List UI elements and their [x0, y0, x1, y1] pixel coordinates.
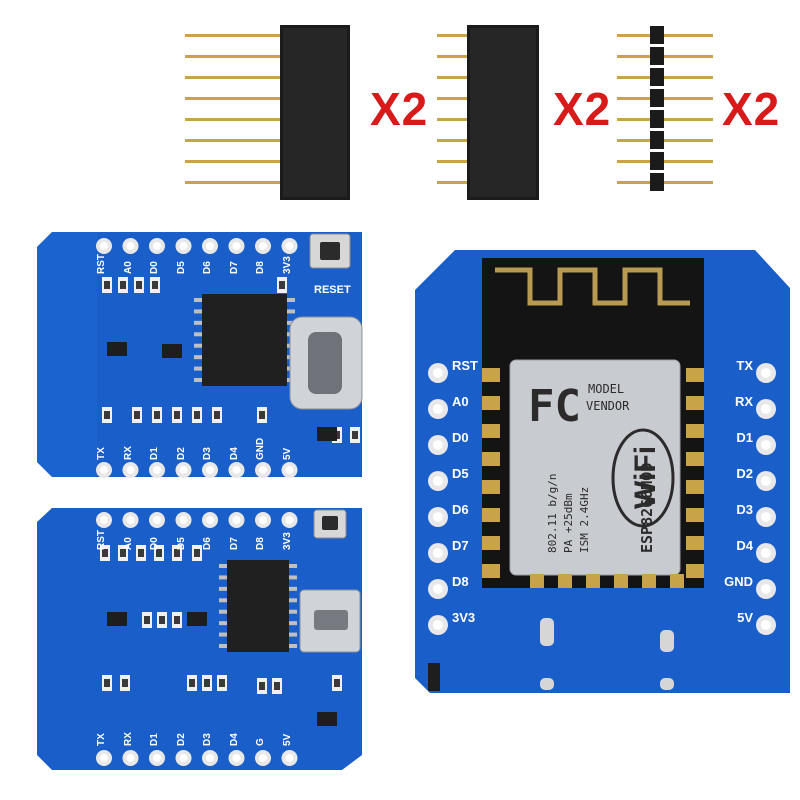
- svg-text:802.11 b/g/n: 802.11 b/g/n: [546, 474, 559, 553]
- pin-label: RST: [96, 254, 107, 274]
- fcc-logo: FC: [528, 381, 581, 432]
- quantity-label-2: X2: [553, 83, 612, 135]
- pin-label: RX: [122, 732, 134, 746]
- pin-label: RX: [122, 446, 134, 460]
- pin-label: D4: [228, 447, 240, 460]
- pin-label: GND: [255, 437, 266, 460]
- pin-label: D3: [202, 733, 213, 746]
- svg-text:VENDOR: VENDOR: [586, 399, 630, 413]
- pin-label: 5V: [281, 733, 293, 746]
- svg-text:ESP8266MOD: ESP8266MOD: [638, 463, 656, 553]
- accessory-long-female-header: [180, 20, 360, 205]
- pin-label: D4: [736, 538, 753, 553]
- pin-label: D2: [736, 466, 753, 481]
- pin-label: 5V: [737, 610, 753, 625]
- pin-label: D8: [255, 261, 266, 274]
- pin-label: 3V3: [281, 256, 293, 274]
- pin-label: D3: [736, 502, 753, 517]
- pin-label: 3V3: [281, 532, 293, 550]
- pin-label: D1: [736, 430, 753, 445]
- reset-label: RESET: [314, 284, 351, 296]
- d1-mini-micro-usb-board: RST A0 D0 D5 D6 D7 D8 3V3 TX RX D1 D2 D3 D4 G 5V: [32, 500, 372, 775]
- pin-label: TX: [96, 447, 107, 460]
- pin-label: A0: [452, 394, 469, 409]
- d1-mini-usb-c-board: RESET RST A0 D0 D5 D6 D7 D8 3V3 TX RX D1 D2 D3 D4 GND…: [32, 222, 372, 487]
- pin-label: D0: [149, 537, 160, 550]
- pin-label: D1: [149, 733, 160, 746]
- pin-label: D0: [149, 261, 160, 274]
- pin-label: D2: [175, 733, 187, 746]
- accessory-male-pin-header: [615, 20, 715, 205]
- pin-label: RST: [452, 358, 478, 373]
- pin-label: G: [255, 738, 266, 746]
- pin-label: GND: [724, 574, 753, 589]
- pin-label: D8: [255, 537, 266, 550]
- pin-label: TX: [736, 358, 753, 373]
- svg-text:MODEL: MODEL: [588, 382, 624, 396]
- d1-mini-esp-board: FC MODEL VENDOR ESP8266MOD ISM 2.4GHz PA…: [410, 248, 795, 698]
- pin-label: 3V3: [452, 610, 476, 625]
- pin-label: A0: [122, 261, 134, 274]
- pin-label: D2: [175, 447, 187, 460]
- pin-label: D1: [149, 447, 160, 460]
- pin-label: D5: [452, 466, 469, 481]
- accessory-short-female-header: [435, 20, 550, 205]
- pin-label: D0: [452, 430, 469, 445]
- pin-label: D5: [175, 261, 187, 274]
- pin-label: D7: [228, 261, 240, 274]
- svg-text:WiFi: WiFi: [629, 446, 662, 509]
- pin-label: D7: [452, 538, 469, 553]
- svg-text:ISM 2.4GHz: ISM 2.4GHz: [578, 487, 591, 553]
- pin-label: D8: [452, 574, 469, 589]
- pin-label: A0: [122, 537, 134, 550]
- quantity-label-3: X2: [722, 83, 781, 135]
- pin-label: D5: [175, 537, 187, 550]
- pin-label: D3: [202, 447, 213, 460]
- pin-label: RX: [734, 394, 753, 409]
- pin-label: TX: [96, 733, 107, 746]
- pin-label: D6: [452, 502, 469, 517]
- pin-label: RST: [96, 530, 107, 550]
- pin-label: D6: [202, 261, 213, 274]
- pin-label: D6: [202, 537, 213, 550]
- svg-text:PA +25dBm: PA +25dBm: [562, 493, 575, 553]
- pin-label: D7: [228, 537, 240, 550]
- pin-label: D4: [228, 733, 240, 746]
- pin-label: 5V: [281, 447, 293, 460]
- quantity-label-1: X2: [370, 83, 429, 135]
